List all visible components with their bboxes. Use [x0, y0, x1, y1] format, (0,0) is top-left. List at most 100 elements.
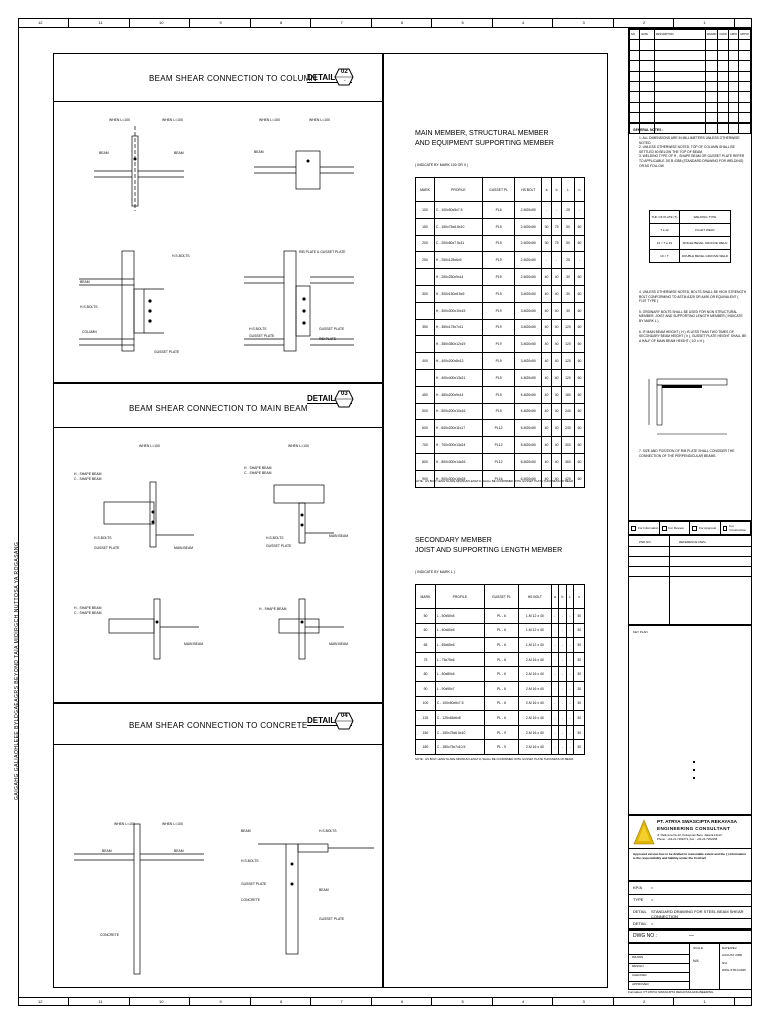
- sec-table-cell: 30: [573, 724, 585, 741]
- date-value: AUGUST 2008: [722, 953, 742, 957]
- detail-underline: [307, 725, 352, 726]
- label-gusset-plate: GUSSET PLATE: [94, 546, 120, 550]
- main-table-cell: [415, 368, 435, 387]
- company-name: PT. ATRYA SWASCIPTA REKAYASA: [657, 820, 738, 825]
- sec-table-cell: -: [550, 680, 560, 697]
- sec-table-cell: 65: [415, 637, 436, 653]
- sec-table-cell: -: [565, 739, 575, 755]
- label-when: WHEN L=100: [309, 118, 330, 122]
- revision-cell: [728, 91, 740, 103]
- main-table-cell: H - 800x300x14x26: [433, 452, 483, 471]
- stamp-box-icon: [692, 525, 697, 531]
- label-c-shape: C - SHAPE BEAM: [74, 611, 102, 615]
- main-table-cell: 30: [541, 217, 553, 236]
- revision-cell: [639, 80, 655, 93]
- main-table-cell: PL9: [481, 234, 516, 253]
- sec-table-cell: -: [565, 622, 575, 639]
- revision-cell: [717, 91, 730, 103]
- main-table-cell: 240: [561, 419, 575, 438]
- sec-table-cell: -: [565, 666, 575, 682]
- label-gusset-plate: GUSSET PLATE: [249, 334, 275, 338]
- main-table-cell: 40: [541, 385, 553, 404]
- label-when: WHEN L=100: [162, 118, 183, 122]
- sec-table-cell: -: [550, 666, 560, 682]
- label-main-beam: MAIN BEAM: [329, 534, 349, 538]
- main-table-header: MARK: [415, 177, 435, 202]
- sec-table-cell: L - 75x75x6: [434, 651, 485, 668]
- revision-cell: [738, 39, 751, 51]
- main-table-cell: PL9: [481, 251, 516, 270]
- revision-cell: [653, 49, 706, 62]
- sec-table-cell: -: [550, 695, 560, 712]
- sec-table-subtitle: ( INDICATE BY MARK L ): [415, 570, 455, 574]
- revision-row: [628, 39, 751, 51]
- main-table-cell: 60: [573, 318, 586, 337]
- main-table-cell: 5-M20x50: [514, 419, 543, 438]
- ruler-number: 6: [401, 999, 404, 1004]
- ruler-tick: [733, 998, 735, 1006]
- copyright-note: Approved version has to be drafted to re…: [633, 852, 747, 860]
- main-table-cell: PL9: [481, 284, 516, 303]
- main-table-cell: H - 400x400x13x21: [433, 368, 483, 387]
- label-beam: BEAM: [102, 849, 112, 853]
- revision-cell: NO: [628, 28, 641, 41]
- label-gusset-plate: GUSSET PLATE: [319, 917, 345, 921]
- revision-cell: [628, 39, 641, 51]
- main-table-cell: PL12: [481, 419, 516, 438]
- revision-cell: [704, 60, 719, 72]
- sec-table-header: PROFILE: [434, 584, 485, 609]
- main-table-cell: 40: [551, 452, 563, 471]
- revision-cell: [717, 101, 730, 114]
- detail-02-panel: BEAM SHEAR CONNECTION TO COLUMN DETAIL 0…: [53, 53, 383, 383]
- ruler-number: 7: [340, 20, 343, 25]
- ruler-number: 5: [461, 20, 464, 25]
- revision-cell: [628, 101, 641, 114]
- title-row-label: DETAIL: [633, 909, 647, 914]
- signature-row: CHECKED: [629, 972, 689, 981]
- main-table-cell: 4-M20x50: [514, 385, 543, 404]
- note-3: 3. WELDING TYPE OF H - SHAPE BEAM OR GUS…: [639, 154, 745, 168]
- pnd-label: PND NO.: [639, 540, 652, 544]
- ruler-number: 1: [703, 20, 706, 25]
- sec-table-cell: PL - 6: [483, 622, 520, 639]
- sec-table-cell: 125: [415, 710, 436, 726]
- main-table-cell: 60: [573, 352, 586, 370]
- ruler-tick: [68, 998, 69, 1006]
- ruler-tick: [733, 19, 735, 27]
- label-gusset-plate: GUSSET PLATE: [266, 544, 292, 548]
- sec-table-cell: 30: [573, 710, 585, 726]
- sec-table-cell: 30: [573, 695, 585, 712]
- main-table-cell: 40: [551, 402, 563, 421]
- sec-table-cell: 2-M 16 x 40: [518, 739, 552, 755]
- detail-02-header: [54, 54, 382, 102]
- sec-table-cell: -: [565, 680, 575, 697]
- main-table-cell: 180: [561, 385, 575, 404]
- label-hs-bolts: H.S.BOLTS: [172, 254, 190, 258]
- company-address: Jl. Pattimura No.20, Kebayoran Baru, Jak…: [657, 833, 722, 837]
- title-row-value: =: [651, 885, 654, 890]
- main-table-cell: 40: [541, 419, 553, 438]
- revision-cell: [653, 101, 706, 114]
- detail-04-number: 04: [341, 713, 348, 719]
- sec-table-header: L: [565, 584, 575, 609]
- main-table-cell: 40: [541, 436, 553, 454]
- main-table-cell: PL9: [481, 385, 516, 404]
- main-table-cell: PL12: [481, 452, 516, 471]
- ruler-tick: [370, 998, 372, 1006]
- label-beam: BEAM: [174, 151, 184, 155]
- ruler-number: 11: [98, 20, 103, 25]
- sec-table-cell: -: [558, 739, 567, 755]
- main-table-cell: 40: [551, 469, 563, 488]
- main-table-cell: C - 150x75x6.5x10: [433, 217, 483, 236]
- sec-table-cell: 30: [573, 651, 585, 668]
- general-notes-block: GENERAL NOTES : 1. ALL DIMENSIONS ARE IN…: [628, 123, 752, 521]
- label-when: WHEN L=100: [162, 822, 183, 826]
